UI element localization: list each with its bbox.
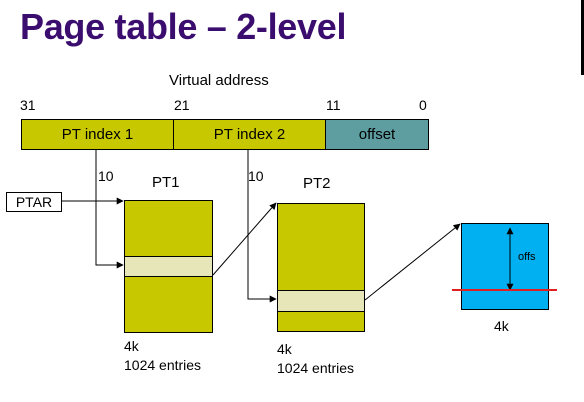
bit-label-0: 0 <box>419 97 427 113</box>
pt2-selected-entry <box>277 290 365 312</box>
pt2-entry-to-page-arrow <box>364 223 461 301</box>
physical-page <box>461 223 549 310</box>
pt-index-2-label: PT index 2 <box>213 126 286 143</box>
offset-field: offset <box>325 119 429 150</box>
ptar-label: PTAR <box>15 194 53 210</box>
pt-index-2-field: PT index 2 <box>173 119 326 150</box>
index-bits-1-label: 10 <box>98 168 114 184</box>
bit-label-11: 11 <box>326 97 341 113</box>
offset-label: offset <box>358 126 396 143</box>
bit-label-21: 21 <box>174 97 190 113</box>
ptar-register: PTAR <box>6 192 62 212</box>
slide-edge-mark <box>581 0 584 75</box>
index2-to-pt2-arrow <box>247 150 277 303</box>
index1-to-pt1-arrow <box>95 150 124 269</box>
virtual-address-label: Virtual address <box>169 72 269 89</box>
pt1-entries-label: 1024 entries <box>124 357 202 373</box>
pt1-table <box>124 200 213 333</box>
pt1-size-label: 4k <box>124 338 139 354</box>
pt2-entries-label: 1024 entries <box>277 360 355 376</box>
pt1-entry-to-pt2-arrow <box>212 202 277 276</box>
pt2-size-label: 4k <box>277 341 292 357</box>
slide-title: Page table – 2-level <box>20 6 347 47</box>
pt1-label: PT1 <box>152 174 180 191</box>
index-bits-2-label: 10 <box>248 168 264 184</box>
page-offset-label: offs <box>518 251 536 263</box>
bit-label-31: 31 <box>20 97 36 113</box>
pt1-selected-entry <box>124 256 213 277</box>
pt2-label: PT2 <box>303 175 331 192</box>
page-size-label: 4k <box>494 318 509 334</box>
pt2-table <box>277 203 365 332</box>
pt-index-1-label: PT index 1 <box>61 126 134 143</box>
